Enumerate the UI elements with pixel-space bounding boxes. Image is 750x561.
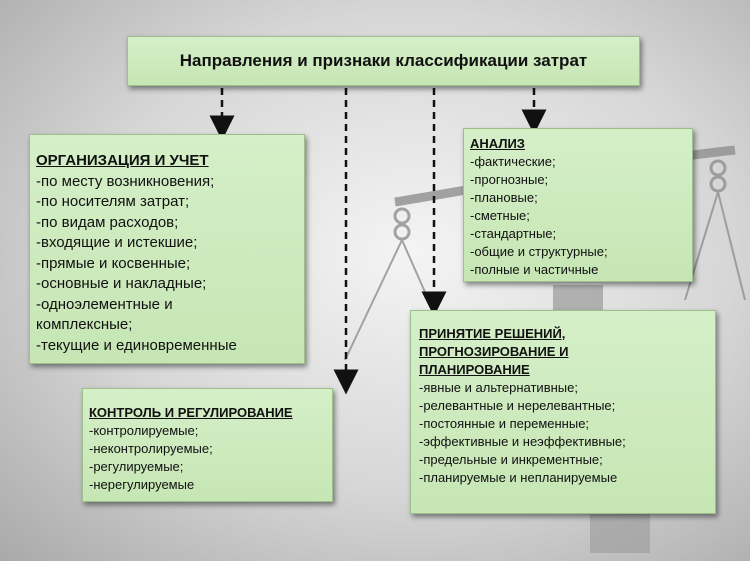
list-item: комплексные; — [36, 316, 133, 333]
list-item: -неконтролируемые; — [89, 441, 213, 456]
decisions-heading-line: ПРИНЯТИЕ РЕШЕНИЙ, — [419, 326, 566, 341]
decisions-heading-line: ПЛАНИРОВАНИЕ — [419, 362, 530, 377]
diagram-title: Направления и признаки классификации зат… — [127, 36, 640, 86]
organization-heading: ОРГАНИЗАЦИЯ И УЧЕТ — [36, 152, 209, 169]
list-item: -прямые и косвенные; — [36, 254, 191, 272]
list-item: -постоянные и переменные; — [419, 416, 590, 431]
list-item: -планируемые и непланируемые — [419, 470, 618, 485]
list-item: -фактические; — [470, 154, 556, 169]
decisions-heading-line: ПРОГНОЗИРОВАНИЕ И — [419, 344, 569, 359]
organization-list: -по месту возникновения; -по носителям з… — [36, 172, 298, 357]
list-item: -прогнозные; — [470, 172, 549, 187]
list-item: -релевантные и нерелевантные; — [419, 398, 616, 413]
list-item: -нерегулируемые — [89, 477, 195, 492]
list-item: -по видам расходов; — [36, 213, 179, 231]
organization-box: ОРГАНИЗАЦИЯ И УЧЕТ -по месту возникновен… — [29, 134, 305, 364]
list-item: -предельные и инкрементные; — [419, 452, 603, 467]
list-item: -основные и накладные; — [36, 275, 207, 292]
list-item: -явные и альтернативные; — [419, 380, 578, 395]
list-item: -эффективные и неэффективные; — [419, 434, 626, 449]
decisions-box: ПРИНЯТИЕ РЕШЕНИЙ, ПРОГНОЗИРОВАНИЕ И ПЛАН… — [410, 310, 716, 514]
diagram-title-text: Направления и признаки классификации зат… — [179, 51, 588, 70]
list-item: -стандартные; — [470, 226, 557, 241]
control-list: -контролируемые; -неконтролируемые; -рег… — [89, 422, 326, 494]
list-item: -по носителям затрат; — [36, 193, 190, 210]
analysis-box: АНАЛИЗ -фактические; -прогнозные; -плано… — [463, 128, 693, 282]
list-item: -контролируемые; — [89, 423, 199, 438]
analysis-list: -фактические; -прогнозные; -плановые; -с… — [470, 153, 686, 279]
list-item: -плановые; — [470, 190, 538, 205]
list-item: -общие и структурные; — [470, 244, 608, 259]
analysis-heading: АНАЛИЗ — [470, 136, 525, 151]
decisions-list: -явные и альтернативные; -релевантные и … — [419, 379, 707, 487]
list-item: -одноэлементные и — [36, 295, 173, 313]
list-item: -полные и частичные — [470, 262, 599, 277]
list-item: -регулируемые; — [89, 459, 184, 474]
list-item: -входящие и истекшие; — [36, 234, 198, 251]
control-box: КОНТРОЛЬ И РЕГУЛИРОВАНИЕ -контролируемые… — [82, 388, 333, 502]
control-heading: КОНТРОЛЬ И РЕГУЛИРОВАНИЕ — [89, 405, 293, 420]
list-item: -по месту возникновения; — [36, 172, 215, 190]
list-item: -текущие и единовременные — [36, 336, 237, 354]
list-item: -сметные; — [470, 208, 530, 223]
